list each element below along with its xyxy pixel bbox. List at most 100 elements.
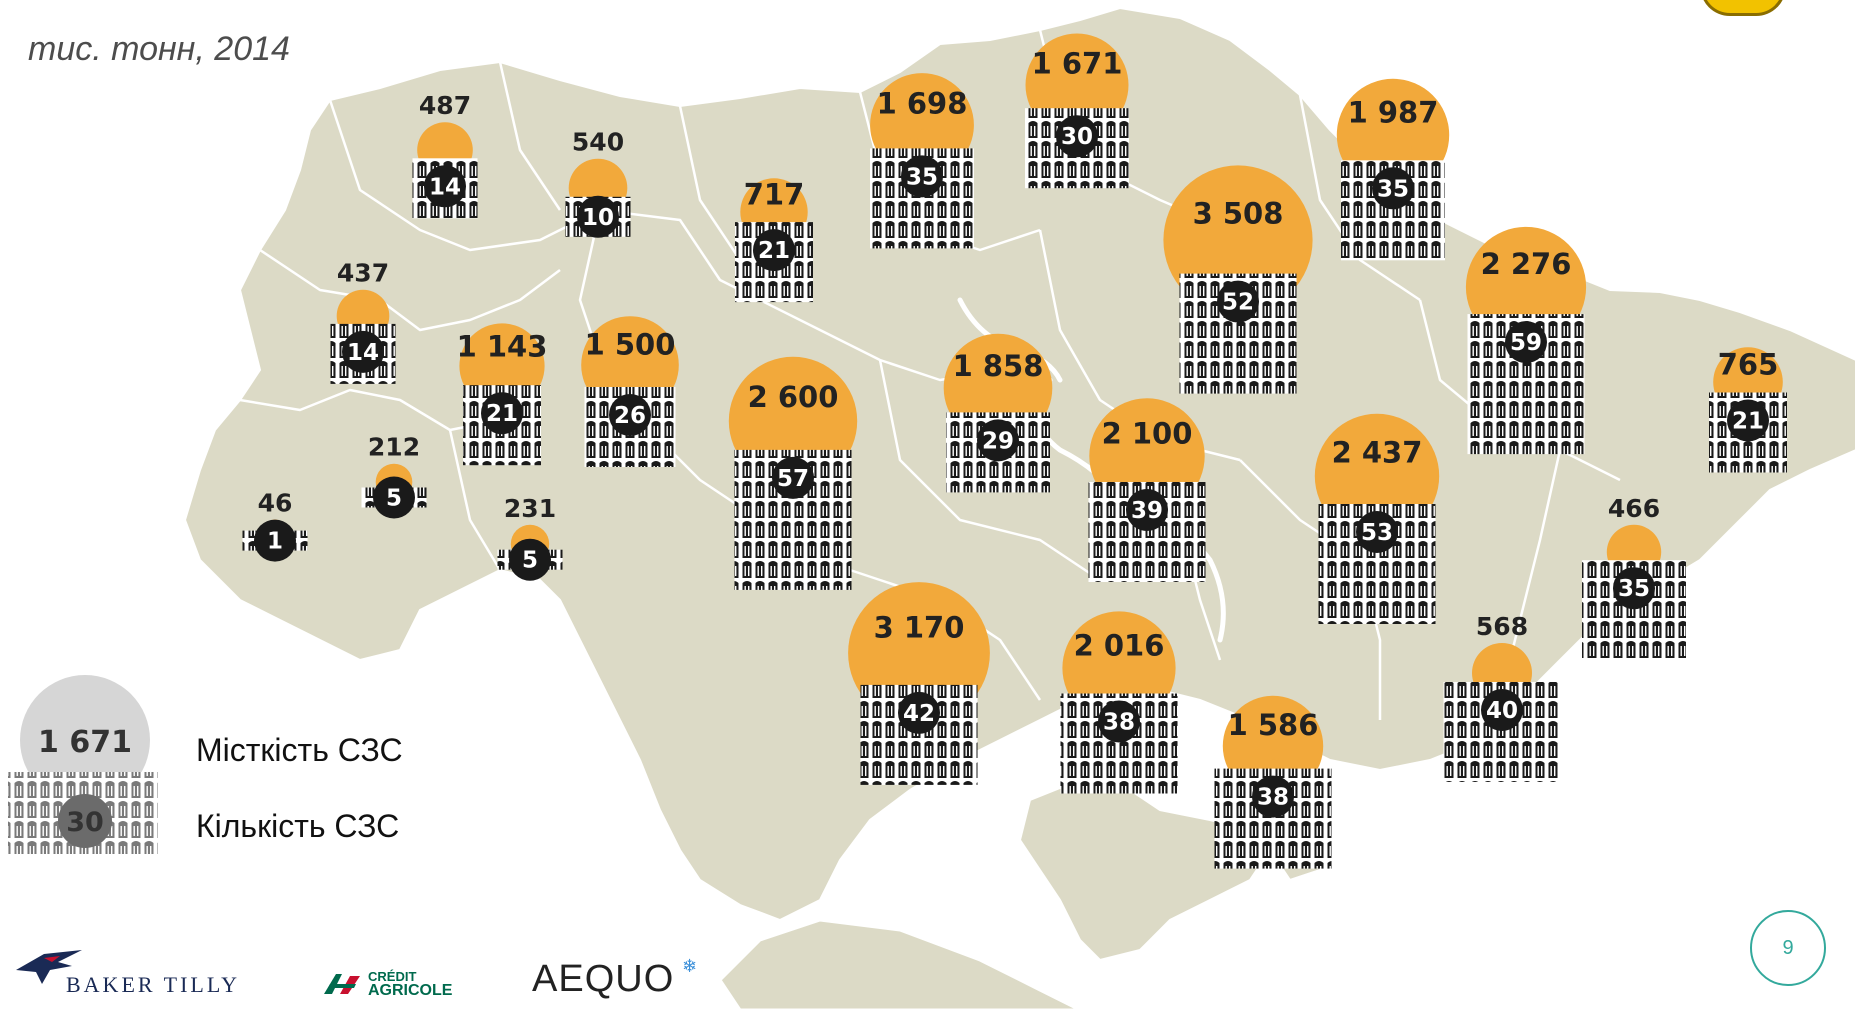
count-badge (1727, 399, 1769, 442)
capacity-label: 1 500 (585, 327, 676, 361)
credit-agricole-text: CRÉDIT AGRICOLE (368, 969, 453, 999)
legend-count-value: 30 (66, 807, 104, 838)
credit-agricole-icon (324, 974, 360, 994)
count-badge (1252, 775, 1294, 818)
region-marker: 212 5 (361, 433, 427, 519)
capacity-label: 466 (1608, 494, 1660, 523)
count-label: 29 (982, 428, 1014, 454)
legend-count-label: Кількість СЗС (196, 808, 400, 844)
capacity-label: 1 143 (457, 330, 548, 364)
count-label: 21 (486, 401, 518, 427)
count-label: 14 (347, 340, 379, 366)
count-badge (1372, 167, 1414, 210)
region-marker: 717 21 (735, 178, 813, 303)
neighbor-land (718, 918, 1081, 1010)
region-marker: 1 500 26 (581, 316, 679, 467)
count-badge (577, 195, 619, 238)
count-badge (481, 392, 523, 435)
region-marker: 2 600 57 (728, 356, 858, 590)
count-badge (901, 155, 943, 198)
count-label: 10 (582, 205, 614, 231)
capacity-label: 1 987 (1348, 96, 1439, 130)
count-badge (1505, 321, 1547, 364)
capacity-label: 3 508 (1193, 197, 1284, 231)
count-badge (753, 229, 795, 272)
region-marker: 2 016 38 (1060, 611, 1178, 794)
count-label: 40 (1486, 698, 1518, 724)
count-label: 52 (1222, 290, 1254, 316)
crimea-shape (1018, 778, 1272, 962)
region-marker: 466 35 (1582, 494, 1686, 661)
count-label: 35 (1377, 176, 1409, 202)
count-label: 5 (522, 548, 538, 574)
count-badge (1613, 567, 1655, 610)
credit-agricole-line2: AGRICOLE (368, 982, 453, 999)
region-marker: 2 100 39 (1088, 398, 1206, 582)
capacity-label: 717 (744, 178, 805, 212)
count-badge (609, 394, 651, 436)
capacity-label: 2 100 (1102, 416, 1193, 450)
legend-graphic: 1 671 30 (8, 675, 158, 854)
count-label: 26 (614, 403, 646, 429)
region-marker: 437 14 (330, 259, 396, 384)
legend-capacity-label: Місткість СЗС (196, 732, 403, 768)
capacity-label: 437 (337, 259, 389, 288)
capacity-label: 765 (1718, 347, 1779, 381)
count-label: 57 (777, 466, 809, 492)
page-number: 9 (1750, 910, 1826, 986)
count-label: 39 (1131, 498, 1163, 524)
count-label: 14 (429, 174, 461, 200)
count-label: 21 (758, 238, 790, 264)
credit-agricole-line1: CRÉDIT (368, 969, 417, 984)
count-badge (1217, 280, 1259, 323)
region-marker: 540 10 (565, 128, 631, 238)
capacity-label: 540 (572, 128, 624, 157)
capacity-label: 46 (258, 489, 293, 518)
region-marker: 2 276 59 (1465, 226, 1587, 455)
capacity-label: 2 016 (1074, 629, 1165, 663)
capacity-label: 2 276 (1481, 247, 1572, 281)
count-badge (1356, 511, 1398, 553)
count-badge (1098, 700, 1140, 743)
capacity-label: 568 (1476, 612, 1528, 641)
count-badge (424, 165, 466, 208)
count-badge (342, 330, 384, 373)
count-label: 35 (1618, 576, 1650, 602)
capacity-label: 3 170 (874, 610, 965, 644)
region-marker: 568 40 (1443, 612, 1561, 782)
aequo-text: AEQUO (532, 958, 675, 1000)
count-badge (1481, 689, 1523, 731)
capacity-label: 1 858 (953, 349, 1044, 383)
capacity-label: 1 586 (1228, 708, 1319, 742)
region-marker: 461 (242, 489, 308, 562)
count-badge (373, 476, 415, 519)
region-marker: 1 987 35 (1336, 78, 1450, 261)
count-label: 35 (906, 164, 938, 190)
count-label: 30 (1061, 124, 1093, 150)
baker-tilly-text: BAKER TILLY (66, 972, 240, 997)
count-label: 5 (386, 486, 402, 512)
eagle-icon (16, 950, 82, 984)
capacity-label: 2 600 (748, 380, 839, 414)
capacity-label: 2 437 (1332, 435, 1423, 469)
count-badge (509, 538, 551, 581)
region-marker: 1 143 21 (457, 323, 548, 466)
count-label: 59 (1510, 330, 1542, 356)
count-label: 1 (267, 529, 283, 555)
count-label: 38 (1103, 710, 1135, 736)
capacity-label: 487 (419, 91, 471, 120)
capacity-label: 212 (368, 433, 420, 462)
count-badge (772, 456, 814, 499)
count-badge (898, 691, 940, 734)
count-badge (977, 419, 1019, 462)
